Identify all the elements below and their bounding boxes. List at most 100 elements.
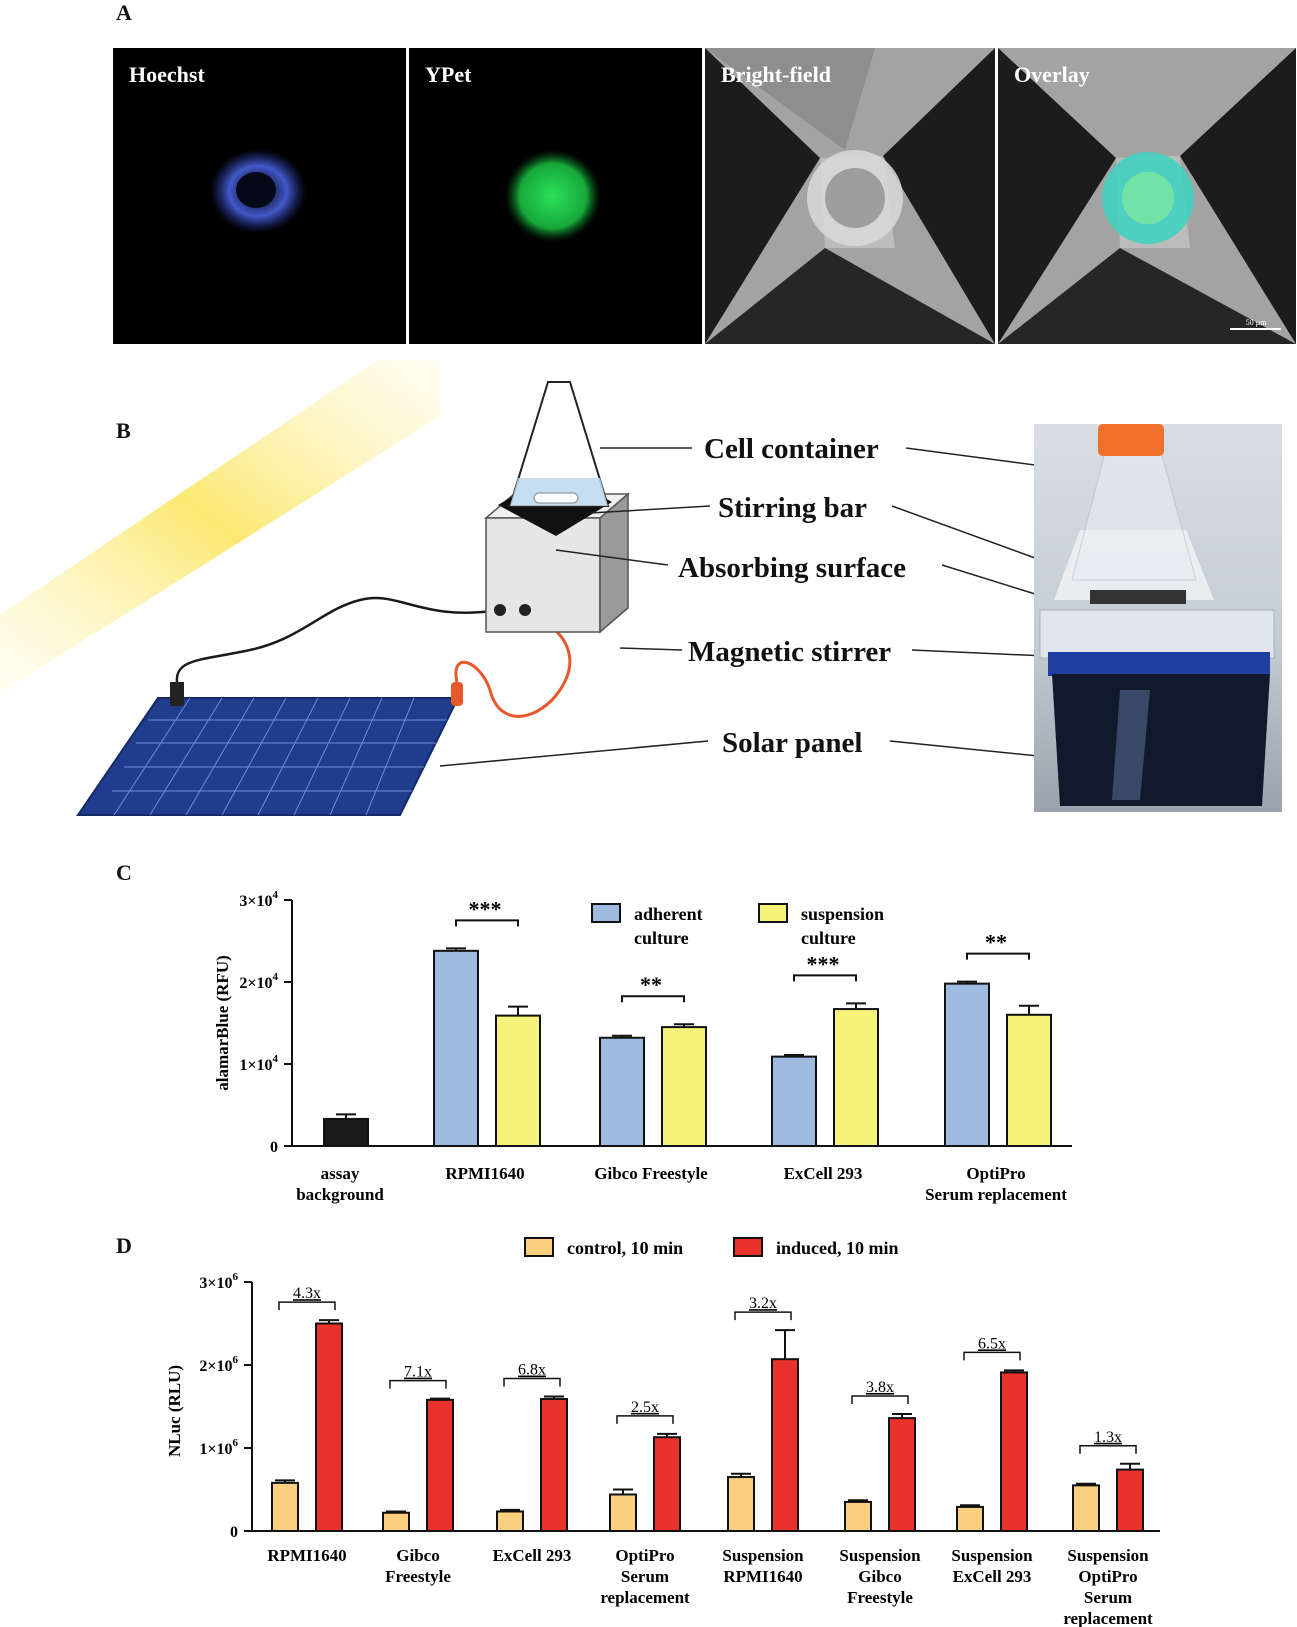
orange-cable: [454, 610, 572, 718]
significance-bracket: [621, 995, 685, 1003]
bar-induced: [653, 1436, 681, 1533]
fold-change-bracket: [616, 1415, 674, 1424]
scale-bar-label: 50 µm: [1246, 318, 1268, 327]
legend-swatch: [758, 903, 788, 923]
bar-suspension: [661, 1026, 707, 1148]
fold-change-bracket: [851, 1395, 909, 1404]
fold-change-bracket: [389, 1379, 447, 1389]
significance-label: **: [985, 930, 1007, 955]
y-tick-label: 2×104: [239, 971, 278, 992]
label-solar-panel: Solar panel: [722, 727, 862, 759]
setup-diagram: Cell container Stirring bar Absorbing su…: [0, 360, 1282, 816]
significance-label: ***: [807, 951, 840, 976]
bar-control: [727, 1476, 755, 1533]
bar-adherent: [944, 982, 990, 1147]
black-cable: [175, 596, 501, 683]
fold-change-bracket: [1079, 1445, 1137, 1454]
x-tick-label: RPMI1640: [267, 1546, 346, 1565]
fold-change-label: 4.3x: [293, 1285, 321, 1302]
hoechst-image: Hoechst: [113, 48, 406, 344]
bar-suspension: [495, 1014, 541, 1147]
y-tick-label: 1×104: [239, 1053, 278, 1074]
bar-suspension: [1006, 1013, 1052, 1147]
fold-change-label: 6.5x: [978, 1335, 1006, 1352]
y-tick-label: 2×106: [199, 1354, 238, 1375]
overlay-view: 50 µm: [998, 48, 1296, 344]
bar-induced: [771, 1358, 799, 1532]
panel-letter-d: D: [116, 1233, 132, 1258]
x-tick-label: ExCell 293: [493, 1546, 572, 1565]
ypet-label: YPet: [425, 62, 472, 87]
y-tick-label: 3×104: [239, 889, 278, 910]
hoechst-cells: [210, 149, 306, 233]
label-magnetic-stirrer: Magnetic stirrer: [688, 636, 891, 668]
bar-control: [609, 1493, 637, 1533]
significance-label: ***: [469, 896, 502, 921]
bar-adherent: [599, 1036, 645, 1147]
fold-change-label: 3.2x: [749, 1295, 777, 1312]
bar-adherent: [771, 1055, 817, 1147]
bar-induced: [1116, 1468, 1144, 1532]
sun-beam: [0, 360, 440, 693]
bar-adherent: [433, 949, 479, 1147]
panel-letter-b: B: [116, 418, 131, 443]
bar-induced: [1000, 1371, 1028, 1532]
bar-induced: [888, 1417, 916, 1532]
fold-change-label: 1.3x: [1094, 1429, 1122, 1446]
legend-swatch: [733, 1237, 763, 1257]
x-tick-label: Gibco Freestyle: [594, 1164, 708, 1183]
y-axis-title: NLuc (RLU): [165, 1365, 184, 1457]
fold-change-label: 7.1x: [404, 1364, 432, 1381]
y-tick-label: 3×106: [199, 1271, 238, 1292]
legend-label: induced, 10 min: [776, 1238, 899, 1258]
fold-change-label: 3.8x: [866, 1379, 894, 1396]
flask-illustration: [508, 381, 610, 507]
label-stirring-bar: Stirring bar: [718, 492, 867, 524]
fold-change-bracket: [963, 1351, 1021, 1361]
bar-control: [271, 1481, 299, 1532]
bar-induced: [540, 1398, 568, 1532]
hoechst-label: Hoechst: [129, 62, 205, 87]
overlay-image: 50 µm Overlay: [998, 48, 1296, 344]
bar-control: [1072, 1484, 1100, 1533]
legend-swatch: [524, 1237, 554, 1257]
brightfield-view: [705, 48, 995, 344]
y-tick-label: 1×106: [199, 1437, 238, 1458]
brightfield-label: Bright-field: [721, 62, 831, 87]
fold-change-bracket: [503, 1377, 561, 1387]
bar-control: [496, 1510, 524, 1532]
bar-suspension: [833, 1008, 879, 1147]
fold-change-bracket: [734, 1311, 792, 1321]
legend-swatch: [591, 903, 621, 923]
bar-control: [844, 1500, 872, 1533]
significance-label: **: [640, 972, 662, 997]
bar-control: [956, 1505, 984, 1532]
overlay-label: Overlay: [1014, 62, 1090, 87]
label-absorbing-surface: Absorbing surface: [678, 552, 906, 584]
brightfield-image: Bright-field: [705, 48, 995, 344]
solar-panel-illustration: [76, 682, 463, 816]
ypet-cells: [505, 150, 601, 242]
label-cell-container: Cell container: [704, 433, 879, 465]
x-tick-label: ExCell 293: [784, 1164, 863, 1183]
bar-induced: [426, 1398, 454, 1532]
fold-change-label: 2.5x: [631, 1399, 659, 1416]
y-tick-label: 0: [230, 1524, 238, 1541]
bar-assay-background: [323, 1117, 369, 1148]
panel-letter-a: A: [116, 0, 132, 25]
fold-change-bracket: [278, 1301, 336, 1311]
fold-change-label: 6.8x: [518, 1362, 546, 1379]
significance-bracket: [966, 952, 1030, 960]
x-tick-label: RPMI1640: [445, 1164, 524, 1183]
bar-control: [382, 1511, 410, 1532]
ypet-image: YPet: [409, 48, 702, 344]
